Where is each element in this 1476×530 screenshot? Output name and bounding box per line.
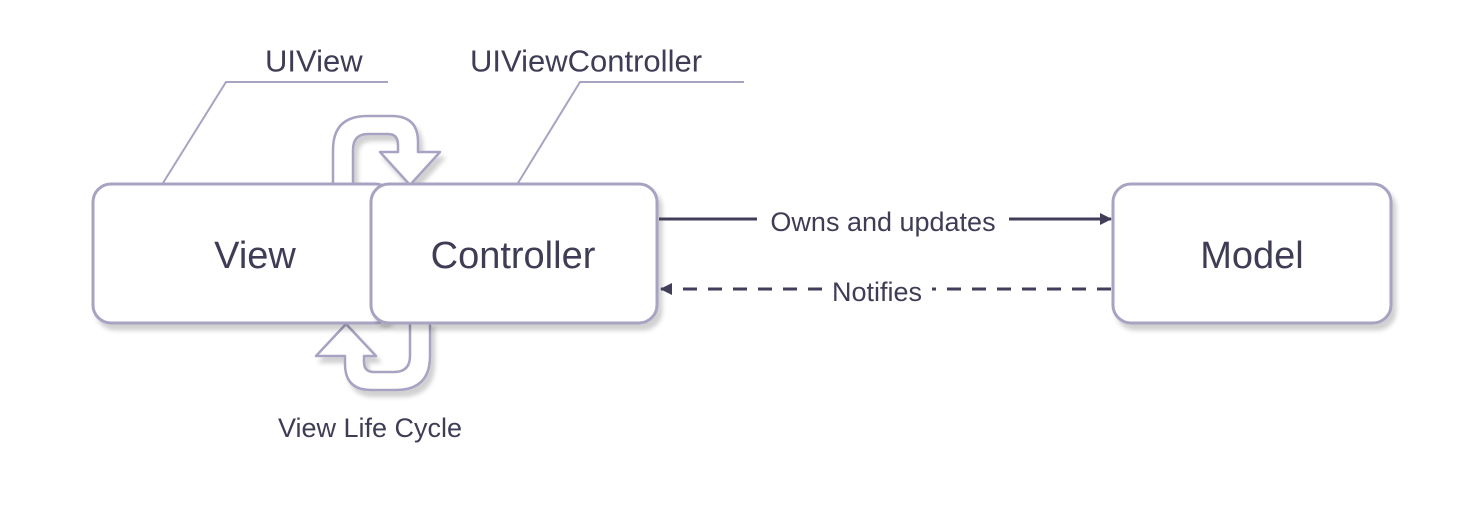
cycle-arrow-up-icon bbox=[314, 320, 432, 392]
model-node: Model bbox=[1111, 182, 1393, 325]
cycle-arrow-right-icon bbox=[331, 114, 442, 187]
uiview-callout: UIView bbox=[162, 44, 388, 184]
controller-node: Controller bbox=[369, 182, 659, 325]
view-node: View bbox=[91, 182, 395, 325]
view-life-cycle-caption: View Life Cycle bbox=[278, 413, 462, 443]
model-node-label: Model bbox=[1200, 235, 1304, 277]
uiviewcontroller-label: UIViewController bbox=[470, 44, 702, 79]
controller-node-label: Controller bbox=[431, 235, 596, 277]
notifies-edge: Notifies bbox=[660, 277, 1111, 307]
uiview-label: UIView bbox=[265, 44, 363, 79]
notifies-label: Notifies bbox=[832, 277, 922, 307]
view-node-label: View bbox=[214, 235, 296, 277]
uiviewcontroller-callout: UIViewController bbox=[470, 44, 744, 184]
owns-and-updates-edge: Owns and updates bbox=[659, 207, 1112, 237]
owns-and-updates-label: Owns and updates bbox=[770, 207, 995, 237]
